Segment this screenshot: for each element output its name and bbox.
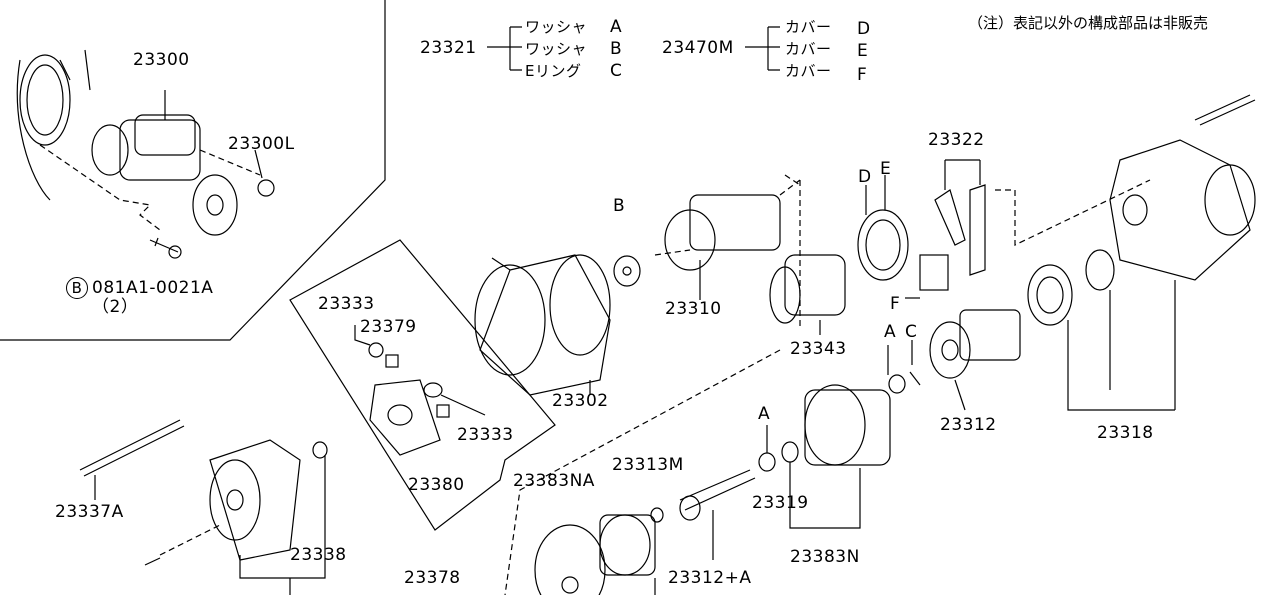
part-23378[interactable]: 23378	[404, 568, 461, 588]
part-23300L[interactable]: 23300L	[228, 134, 295, 154]
part-23318[interactable]: 23318	[1097, 423, 1154, 443]
part-23310[interactable]: 23310	[665, 299, 722, 319]
clutch-drawing	[534, 384, 891, 595]
inset-starter-drawing	[16, 49, 275, 259]
part-23383NA[interactable]: 23383NA	[513, 471, 595, 491]
part-23312[interactable]: 23312	[940, 415, 997, 435]
legend-item-name: ワッシャ	[525, 18, 588, 36]
legend-item-key: D	[857, 19, 871, 39]
key-e[interactable]: E	[880, 159, 892, 179]
covers-drawing	[857, 175, 949, 299]
part-23333[interactable]: 23333	[318, 294, 375, 314]
legend-item-key: C	[610, 61, 623, 81]
brush-kit-frame	[289, 239, 556, 531]
bolt-mark-b: B	[66, 277, 88, 299]
part-23379[interactable]: 23379	[360, 317, 417, 337]
legend-item-name: カバー	[785, 40, 832, 58]
brush-holder-drawing	[354, 325, 486, 456]
rear-cover-drawing	[79, 419, 328, 595]
part-23343[interactable]: 23343	[790, 339, 847, 359]
armature-drawing	[504, 174, 801, 595]
part-23312-plus-a[interactable]: 23312+A	[668, 568, 752, 588]
part-23322[interactable]: 23322	[928, 130, 985, 150]
key-c[interactable]: C	[905, 322, 918, 342]
front-housing-drawing	[1027, 94, 1256, 411]
key-f[interactable]: F	[890, 294, 901, 314]
legend-part-23321[interactable]: 23321	[420, 38, 477, 58]
legend-item-name: Eリング	[525, 62, 582, 80]
part-23319[interactable]: 23319	[752, 493, 809, 513]
legend-item-key: A	[610, 17, 623, 37]
key-d[interactable]: D	[858, 167, 872, 187]
bolt-quantity: （2）	[92, 297, 139, 317]
legend-part-23470M[interactable]: 23470M	[662, 38, 734, 58]
inset-frame	[0, 0, 386, 341]
part-23313M[interactable]: 23313M	[612, 455, 684, 475]
legend-item-key: F	[857, 65, 868, 85]
legend-item-name: カバー	[785, 62, 832, 80]
legend-item-key: E	[857, 41, 869, 61]
key-a[interactable]: A	[758, 404, 771, 424]
pinion-shaft-drawing	[887, 309, 1021, 411]
part-23333[interactable]: 23333	[457, 425, 514, 445]
legend-item-key: B	[610, 39, 623, 59]
part-23302[interactable]: 23302	[552, 391, 609, 411]
legend-item-name: ワッシャ	[525, 40, 588, 58]
solenoid-drawing	[769, 254, 846, 335]
part-23337A[interactable]: 23337A	[55, 502, 124, 522]
legend-item-name: カバー	[785, 18, 832, 36]
yoke-drawing	[474, 254, 641, 396]
not-sold-note: （注）表記以外の構成部品は非販売	[968, 14, 1209, 32]
part-23338[interactable]: 23338	[290, 545, 347, 565]
lever-drawing	[934, 159, 1151, 276]
key-a[interactable]: A	[884, 322, 897, 342]
key-b[interactable]: B	[613, 196, 626, 216]
legend-brackets	[487, 26, 780, 71]
bolt-part-number: 081A1-0021A	[92, 278, 214, 298]
part-23300[interactable]: 23300	[133, 50, 190, 70]
part-23380[interactable]: 23380	[408, 475, 465, 495]
part-23383N[interactable]: 23383N	[790, 547, 860, 567]
